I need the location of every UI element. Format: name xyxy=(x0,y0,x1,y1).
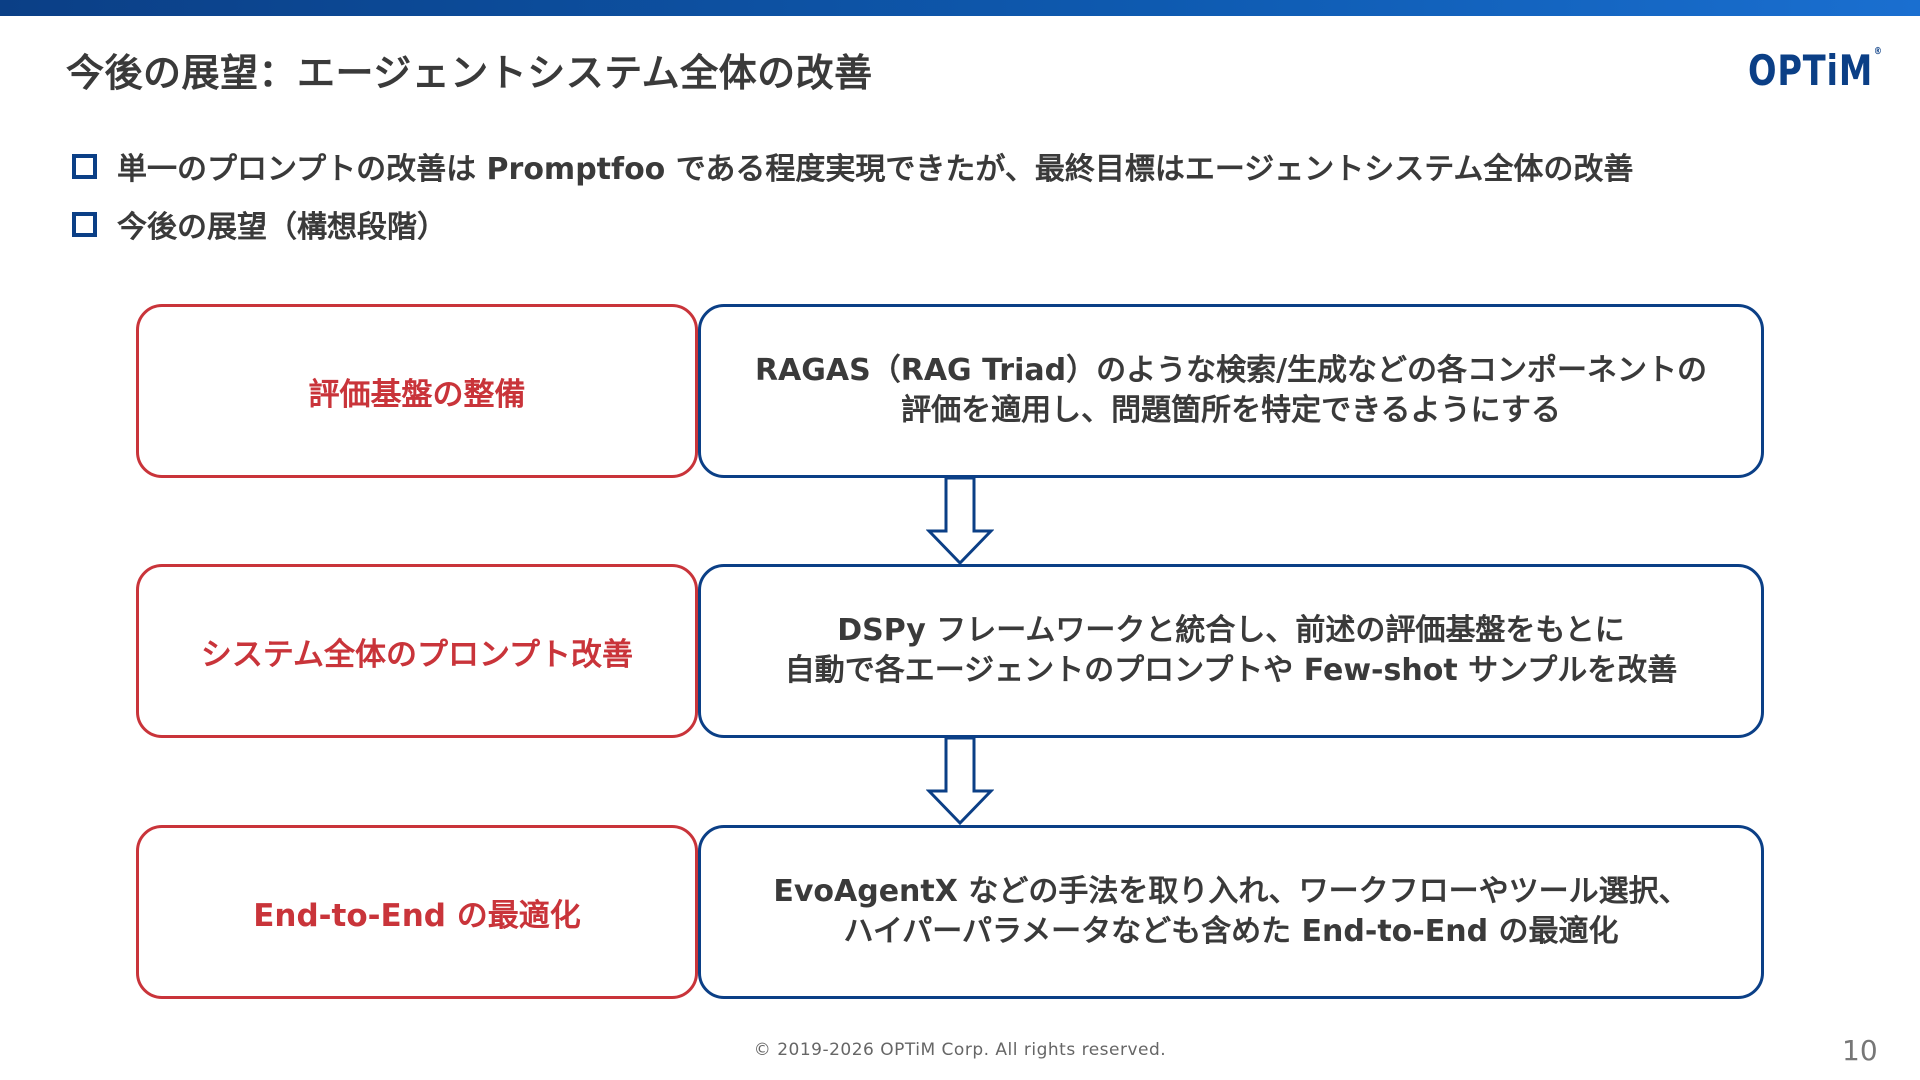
step-description-box: DSPy フレームワークと統合し、前述の評価基盤をもとに 自動で各エージェントの… xyxy=(698,564,1764,738)
step-label-box: 評価基盤の整備 xyxy=(136,304,698,478)
step-description-line: 評価を適用し、問題箇所を特定できるようにする xyxy=(901,393,1561,428)
step-description-line: DSPy フレームワークと統合し、前述の評価基盤をもとに xyxy=(837,613,1625,648)
step-description-box: RAGAS（RAG Triad）のような検索/生成などの各コンポーネントの 評価… xyxy=(698,304,1764,478)
registered-mark: ® xyxy=(1873,46,1883,57)
step-label: End-to-End の最適化 xyxy=(253,897,581,934)
roadmap-step: End-to-End の最適化 EvoAgentX などの手法を取り入れ、ワーク… xyxy=(136,825,1764,999)
top-accent-bar xyxy=(0,0,1920,16)
bullet-text: 今後の展望（構想段階） xyxy=(117,210,447,245)
logo-text: OPTiM xyxy=(1748,46,1874,95)
step-description-line: RAGAS（RAG Triad）のような検索/生成などの各コンポーネントの xyxy=(754,353,1708,388)
step-description-line: 自動で各エージェントのプロンプトや Few-shot サンプルを改善 xyxy=(784,653,1678,688)
step-label: 評価基盤の整備 xyxy=(308,376,526,413)
square-bullet-icon xyxy=(72,153,97,179)
roadmap-step: システム全体のプロンプト改善 DSPy フレームワークと統合し、前述の評価基盤を… xyxy=(136,564,1764,738)
bullet-item: 今後の展望（構想段階） xyxy=(72,202,447,246)
optim-logo: OPTiM® xyxy=(1748,46,1883,95)
step-label-box: システム全体のプロンプト改善 xyxy=(136,564,698,738)
copyright-footer: © 2019-2026 OPTiM Corp. All rights reser… xyxy=(753,1040,1167,1060)
down-arrow-icon xyxy=(926,477,994,565)
square-bullet-icon xyxy=(72,211,97,237)
page-number: 10 xyxy=(1842,1034,1878,1067)
roadmap-step: 評価基盤の整備 RAGAS（RAG Triad）のような検索/生成などの各コンポ… xyxy=(136,304,1764,478)
step-description-line: ハイパーパラメータなども含めた End-to-End の最適化 xyxy=(843,914,1619,949)
bullet-text: 単一のプロンプトの改善は Promptfoo である程度実現できたが、最終目標は… xyxy=(117,152,1634,187)
bullet-item: 単一のプロンプトの改善は Promptfoo である程度実現できたが、最終目標は… xyxy=(72,144,1633,188)
page-title: 今後の展望：エージェントシステム全体の改善 xyxy=(66,51,873,95)
step-label: システム全体のプロンプト改善 xyxy=(200,636,634,673)
step-description-box: EvoAgentX などの手法を取り入れ、ワークフローやツール選択、 ハイパーパ… xyxy=(698,825,1764,999)
step-description-line: EvoAgentX などの手法を取り入れ、ワークフローやツール選択、 xyxy=(773,874,1689,909)
step-label-box: End-to-End の最適化 xyxy=(136,825,698,999)
down-arrow-icon xyxy=(926,737,994,825)
